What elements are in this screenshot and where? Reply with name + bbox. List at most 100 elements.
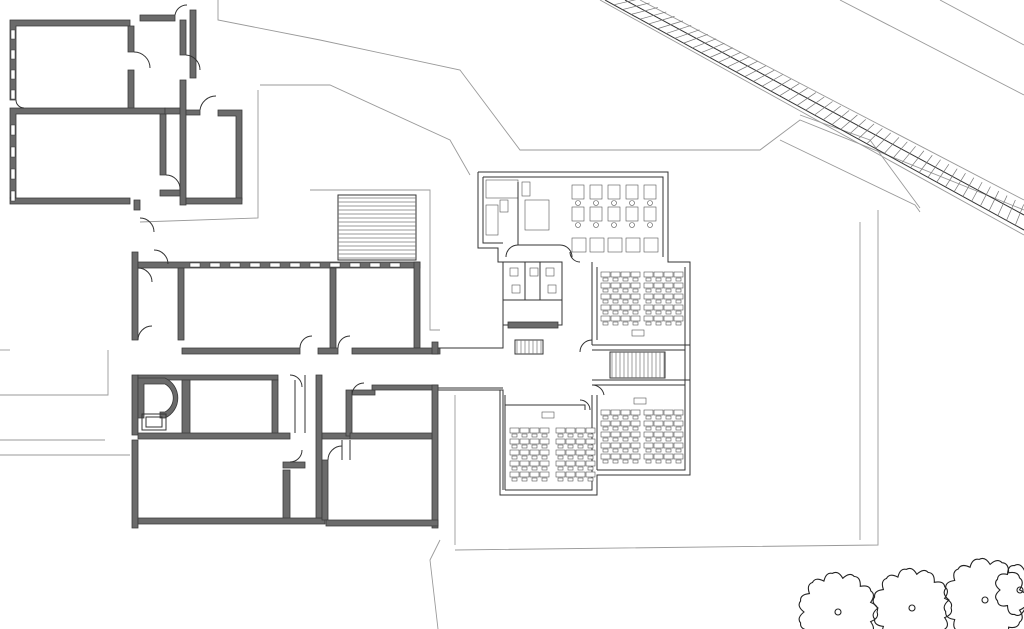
desk: [630, 431, 641, 438]
desk: [643, 271, 654, 278]
chair: [612, 277, 619, 282]
chair: [632, 299, 639, 304]
lab-desk: [607, 206, 621, 222]
tree-canopy: [995, 564, 1024, 616]
ramp-hatch-line: [692, 38, 717, 49]
desk: [673, 431, 684, 438]
desk: [663, 282, 674, 289]
chair: [632, 321, 639, 326]
tree-canopy: [943, 557, 1024, 629]
desk: [643, 315, 654, 322]
chair: [632, 310, 639, 315]
desk: [653, 442, 664, 449]
chair: [622, 277, 629, 282]
window-mark: [189, 262, 201, 268]
chair: [541, 477, 548, 482]
chair: [521, 433, 528, 438]
desk: [519, 460, 530, 467]
desk: [653, 420, 664, 427]
desk: [663, 453, 674, 460]
chair: [665, 288, 672, 293]
desk: [555, 449, 566, 456]
ramp-hatch-line: [674, 29, 700, 39]
lab-desk: [589, 237, 605, 253]
chair: [655, 448, 662, 453]
chair: [622, 448, 629, 453]
desk: [610, 420, 621, 427]
desk: [539, 471, 550, 478]
chair: [567, 444, 574, 449]
chair: [632, 426, 639, 431]
desk: [585, 471, 596, 478]
hatched-ramp: [604, 0, 1024, 231]
tree-canopy-icon: [798, 557, 1024, 629]
tree-canopy: [798, 571, 879, 629]
desk: [663, 304, 674, 311]
desk: [600, 315, 611, 322]
lab-stool: [611, 200, 617, 206]
chair: [612, 321, 619, 326]
ramp-hatch-line: [727, 56, 750, 68]
chair: [521, 455, 528, 460]
desk: [630, 304, 641, 311]
chair: [511, 433, 518, 438]
desk: [673, 453, 684, 460]
desk: [519, 438, 530, 445]
desk: [509, 460, 520, 467]
desk: [610, 271, 621, 278]
ramp-hatch-line: [735, 60, 758, 73]
desk: [529, 471, 540, 478]
chair: [612, 415, 619, 420]
central-block: [131, 217, 441, 355]
tree-trunk: [834, 608, 842, 616]
chair: [645, 459, 652, 464]
desk: [600, 409, 611, 416]
chair: [645, 310, 652, 315]
lab-desk: [643, 184, 657, 200]
desk: [600, 453, 611, 460]
ramp-hatch-line: [875, 132, 891, 149]
desk: [620, 315, 631, 322]
desk: [630, 453, 641, 460]
desk: [529, 449, 540, 456]
window-mark: [249, 262, 261, 268]
desk: [529, 460, 540, 467]
chair: [622, 459, 629, 464]
ramp-hatch-line: [927, 159, 941, 178]
chair: [531, 466, 538, 471]
desk: [620, 431, 631, 438]
desk: [663, 409, 674, 416]
chair: [602, 299, 609, 304]
desk: [575, 460, 586, 467]
desk: [509, 471, 520, 478]
chair: [577, 444, 584, 449]
chair: [675, 321, 682, 326]
desk: [519, 471, 530, 478]
desk: [673, 420, 684, 427]
chair: [557, 455, 564, 460]
desk: [565, 471, 576, 478]
chair: [521, 477, 528, 482]
desk: [620, 271, 631, 278]
window-mark: [10, 49, 16, 60]
desk: [630, 420, 641, 427]
lower-mid-block: [325, 382, 439, 529]
chair: [557, 477, 564, 482]
desk: [565, 438, 576, 445]
tree-trunk: [908, 604, 916, 612]
chair: [531, 477, 538, 482]
desk: [643, 420, 654, 427]
ramp-hatch-line: [744, 65, 767, 77]
chair: [577, 455, 584, 460]
ramp-hatch-line: [953, 172, 966, 192]
extension: [477, 171, 691, 496]
desk: [539, 438, 550, 445]
desk: [643, 282, 654, 289]
ramp-hatch-line: [805, 96, 825, 111]
window-mark: [309, 262, 321, 268]
chair: [612, 437, 619, 442]
desk: [610, 282, 621, 289]
chair: [675, 299, 682, 304]
chair: [567, 433, 574, 438]
